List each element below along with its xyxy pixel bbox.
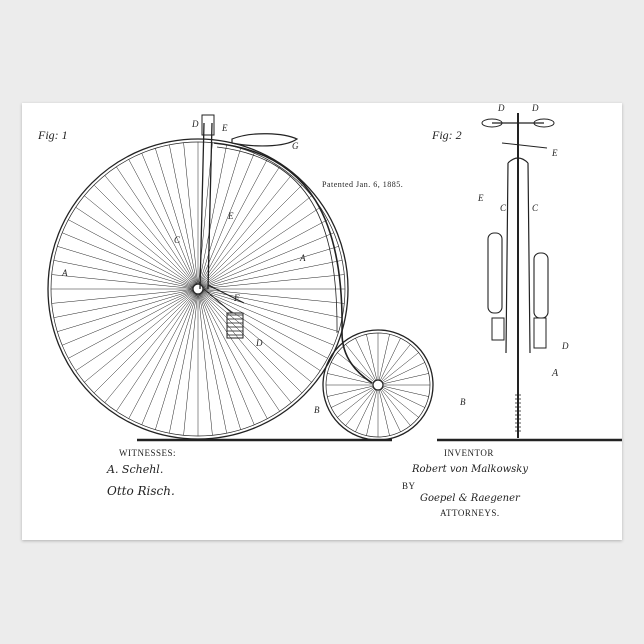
inventor-signature: Robert von Malkowsky bbox=[412, 464, 528, 475]
front-wheel-hub bbox=[193, 284, 203, 294]
front-wheel-spoke bbox=[129, 293, 196, 419]
front-wheel-spoke bbox=[52, 289, 194, 303]
rear-wheel-spoke bbox=[331, 387, 374, 408]
part-label-c: C bbox=[174, 235, 180, 245]
rear-wheel-spoke bbox=[355, 338, 376, 381]
part-label-f: F bbox=[234, 293, 240, 303]
rear-wheel-spoke bbox=[327, 386, 374, 397]
part-label-a: A bbox=[300, 253, 306, 263]
part-label-e: E bbox=[228, 211, 234, 221]
part-label-a: A bbox=[62, 268, 68, 278]
rear-wheel-hub bbox=[373, 380, 383, 390]
part-label-d: D bbox=[532, 103, 539, 113]
front-wheel-spoke bbox=[129, 159, 196, 285]
rear-wheel-spoke bbox=[366, 334, 377, 381]
part-label-d: D bbox=[192, 119, 199, 129]
attorneys-heading: ATTORNEYS. bbox=[440, 508, 500, 518]
front-wheel-spoke bbox=[199, 293, 227, 433]
front-wheel-spoke bbox=[202, 291, 328, 358]
rear-wheel-spoke bbox=[355, 389, 376, 432]
rear-wheel-spoke bbox=[382, 386, 429, 397]
rear-wheel-spoke bbox=[382, 373, 429, 384]
attorneys-signature: Goepel & Raegener bbox=[420, 493, 520, 504]
rear-wheel-spoke bbox=[379, 389, 390, 436]
rear-wheel-spoke bbox=[366, 389, 377, 436]
rear-wheel-spoke bbox=[346, 388, 376, 426]
backbone-inner bbox=[217, 147, 337, 333]
witnesses-heading: WITNESSES: bbox=[119, 448, 176, 458]
fig2-pedal bbox=[534, 318, 546, 348]
front-wheel-spoke bbox=[94, 292, 195, 393]
front-wheel-spoke bbox=[200, 293, 267, 419]
rear-wheel-spoke bbox=[380, 389, 401, 432]
fig2-spring-right bbox=[534, 253, 548, 318]
front-wheel-spoke bbox=[201, 292, 302, 393]
inventor-heading: INVENTOR bbox=[444, 448, 494, 458]
front-wheel-spoke bbox=[198, 293, 212, 435]
rear-wheel-spoke bbox=[337, 387, 375, 417]
part-label-d: D bbox=[498, 103, 505, 113]
rear-wheel-spoke bbox=[382, 387, 425, 408]
part-label-e: E bbox=[222, 123, 228, 133]
front-wheel-spoke bbox=[184, 143, 198, 285]
front-wheel-spoke bbox=[202, 220, 328, 287]
part-label-g: G bbox=[292, 141, 299, 151]
witness-signature: A. Schehl. bbox=[107, 463, 163, 476]
front-wheel-spoke bbox=[201, 185, 302, 286]
part-label-d: D bbox=[256, 338, 263, 348]
fig1-label: Fig: 1 bbox=[38, 128, 68, 143]
rear-wheel-spoke bbox=[337, 353, 375, 383]
rear-wheel-spoke bbox=[379, 334, 390, 381]
saddle bbox=[232, 134, 297, 146]
by-label: BY bbox=[402, 481, 416, 491]
fig2-label: Fig: 2 bbox=[432, 128, 462, 143]
part-label-d: D bbox=[562, 341, 569, 351]
part-label-e: E bbox=[478, 193, 484, 203]
part-label-e: E bbox=[552, 148, 558, 158]
front-wheel-spoke bbox=[202, 260, 342, 288]
rear-wheel-spoke bbox=[381, 387, 419, 417]
fig2-pedal bbox=[492, 318, 504, 340]
rear-wheel-spoke bbox=[380, 338, 401, 381]
front-wheel-spoke bbox=[54, 260, 194, 288]
patent-poster: Fig: 1 Fig: 2 Patented Jan. 6, 1885. A A… bbox=[22, 103, 622, 540]
part-label-c: C bbox=[532, 203, 538, 213]
part-label-a: A bbox=[552, 368, 558, 379]
front-wheel-spoke bbox=[202, 275, 344, 289]
front-wheel-spoke bbox=[169, 293, 197, 433]
front-wheel-spoke bbox=[52, 275, 194, 289]
part-label-c: C bbox=[500, 203, 506, 213]
front-wheel-spoke bbox=[184, 293, 198, 435]
rear-wheel-spoke bbox=[382, 362, 425, 383]
part-label-b: B bbox=[460, 397, 466, 407]
front-wheel-spoke bbox=[169, 145, 197, 285]
fig2-brake-rod bbox=[502, 143, 547, 148]
rear-wheel-spoke bbox=[380, 388, 410, 426]
rear-wheel-spoke bbox=[346, 344, 376, 382]
witness-signature: Otto Risch. bbox=[107, 484, 175, 498]
part-label-b: B bbox=[314, 405, 320, 415]
fig2-spring-left bbox=[488, 233, 502, 313]
rear-wheel-spoke bbox=[381, 353, 419, 383]
rear-wheel-spoke bbox=[380, 344, 410, 382]
front-wheel-spoke bbox=[54, 290, 194, 318]
front-wheel-spoke bbox=[68, 220, 194, 287]
front-wheel-spoke bbox=[202, 289, 344, 303]
front-wheel-spoke bbox=[202, 290, 342, 318]
front-wheel-spoke bbox=[68, 291, 194, 358]
patent-date: Patented Jan. 6, 1885. bbox=[322, 180, 403, 189]
